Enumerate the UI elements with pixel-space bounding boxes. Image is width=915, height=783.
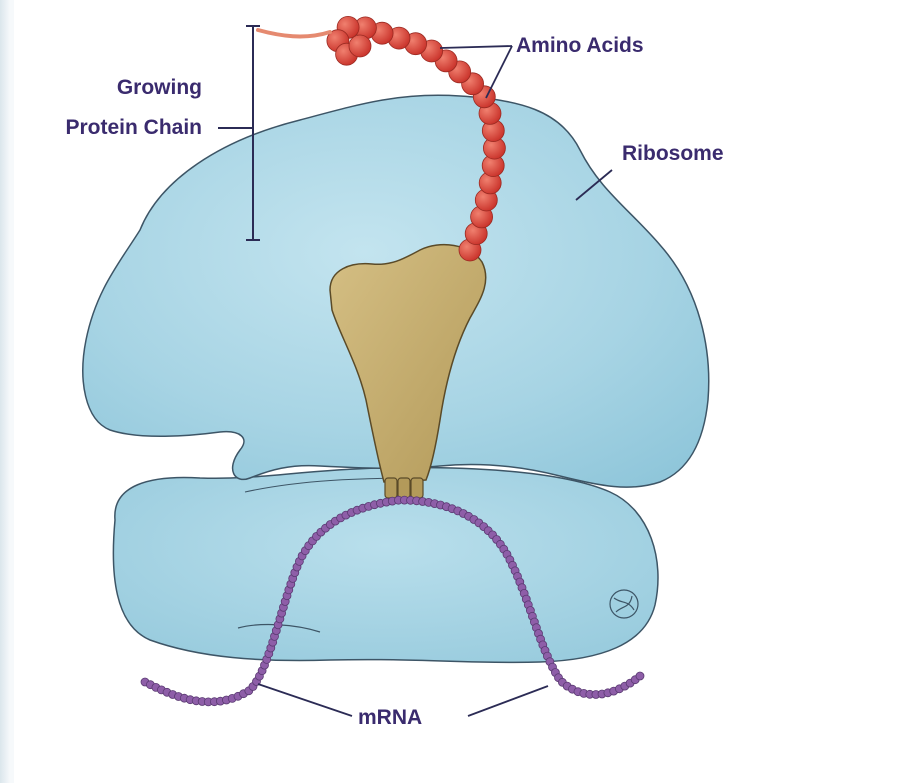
label-growing: Growing	[117, 76, 202, 99]
protein-chain-tail	[258, 30, 330, 36]
anticodon	[385, 478, 423, 498]
label-protein-chain: Protein Chain	[65, 116, 202, 139]
label-amino-acids: Amino Acids	[516, 34, 644, 57]
amino-acid	[349, 35, 371, 57]
label-mrna: mRNA	[358, 706, 422, 729]
mrna-nucleotide	[636, 672, 644, 680]
label-ribosome: Ribosome	[622, 142, 724, 165]
